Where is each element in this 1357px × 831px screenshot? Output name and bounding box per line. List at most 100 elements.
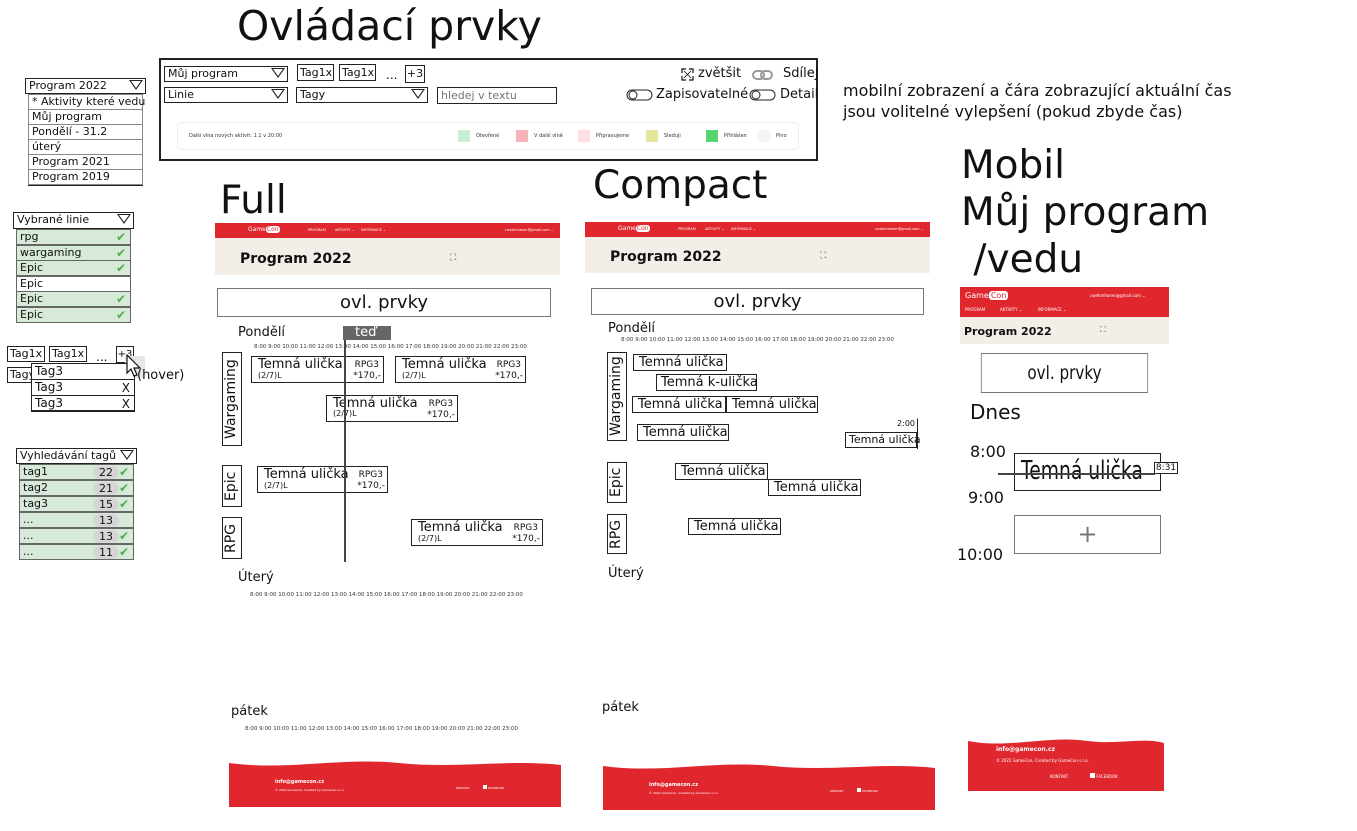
- search-input[interactable]: [437, 87, 557, 104]
- line-option[interactable]: Epic✔: [16, 291, 131, 307]
- activity-card[interactable]: Temná ulička: [845, 432, 921, 448]
- tags-popup-item[interactable]: Tag3: [31, 363, 135, 380]
- activity-card[interactable]: Temná ulička (2/7)L RPG3 *170,-: [395, 356, 526, 383]
- legend-swatch: [706, 130, 718, 142]
- footer-copyright: © 2022 GameCon, Created by GameCon s.r.o…: [275, 788, 345, 792]
- nav-activities[interactable]: AKTIVITY ⌄: [705, 227, 725, 231]
- activity-card[interactable]: Temná k-ulička: [656, 374, 758, 391]
- activity-name: Temná ulička: [258, 357, 343, 372]
- activity-card[interactable]: Temná ulička: [637, 424, 729, 441]
- tag-option[interactable]: ...13: [19, 512, 134, 528]
- tag-chip[interactable]: Tag1x: [339, 64, 376, 81]
- tag-option[interactable]: ...11✔: [19, 544, 134, 560]
- footer-contact[interactable]: KONTAKT: [456, 786, 470, 790]
- tag-chip[interactable]: Tag1x: [49, 346, 87, 362]
- toggle-detail[interactable]: [749, 89, 777, 101]
- activity-card[interactable]: Temná ulička: [688, 518, 781, 535]
- tag-chip[interactable]: Tag1x: [297, 64, 334, 81]
- footer-facebook[interactable]: FACEBOOK: [1090, 773, 1118, 779]
- full-hour-axis: 8:00 9:00 10:00 11:00 12:00 13:00 14:00 …: [254, 344, 527, 350]
- footer-facebook[interactable]: FACEBOOK: [857, 788, 878, 793]
- user-email[interactable]: cwehmhoner@gmail.com ⌄: [875, 227, 924, 231]
- program-option[interactable]: Program 2019: [28, 169, 143, 185]
- footer-facebook[interactable]: FACEBOOK: [483, 785, 504, 790]
- footer-contact[interactable]: KONTAKT: [1050, 774, 1069, 779]
- program-select[interactable]: Program 2022: [25, 78, 146, 94]
- tag-option[interactable]: ...13✔: [19, 528, 134, 544]
- activity-card[interactable]: Temná ulička: [633, 354, 727, 371]
- activity-card[interactable]: Temná ulička (2/7)L RPG3 *170,-: [257, 466, 388, 493]
- activity-card[interactable]: Temná ulička (2/7)L RPG3 *170,-: [251, 356, 384, 383]
- legend-label: Sleduji: [664, 133, 681, 139]
- expand-icon[interactable]: [681, 68, 694, 81]
- activity-card[interactable]: Temná ulička: [726, 396, 818, 413]
- add-activity-button[interactable]: +: [1014, 515, 1161, 554]
- program-option[interactable]: úterý: [28, 139, 143, 155]
- tag-search-select[interactable]: Vyhledávání tagů: [16, 448, 137, 464]
- activity-card[interactable]: Temná ulička (2/7)L RPG3 *170,-: [411, 519, 543, 546]
- footer-copyright: © 2022 GameCon, Created by GameCon s.r.o…: [649, 791, 719, 795]
- footer-email[interactable]: info@gamecon.cz: [275, 779, 325, 785]
- program-option[interactable]: Pondělí - 31.2: [28, 124, 143, 140]
- nav-program[interactable]: PROGRAM: [965, 307, 986, 312]
- lines-filter-select[interactable]: Linie: [164, 87, 288, 103]
- nav-info[interactable]: INFORMACE ⌄: [731, 227, 756, 231]
- user-email[interactable]: cwehmhoner@gmail.com ⌄: [1090, 293, 1146, 298]
- footer-email[interactable]: info@gamecon.cz: [649, 782, 699, 788]
- program-option[interactable]: Program 2021: [28, 154, 143, 170]
- activity-tag: RPG3: [354, 360, 379, 370]
- more-tags-button[interactable]: +3: [405, 65, 425, 83]
- tag-chip[interactable]: Tag1x: [7, 346, 45, 362]
- line-option[interactable]: rpg✔: [16, 229, 131, 245]
- line-option[interactable]: Epic: [16, 275, 131, 292]
- program-option[interactable]: * Aktivity které vedu: [28, 94, 145, 110]
- nav-activities[interactable]: AKTIVITY ⌄: [1000, 307, 1023, 312]
- line-option[interactable]: Epic✔: [16, 260, 131, 276]
- line-option[interactable]: Epic✔: [16, 306, 131, 323]
- activity-card[interactable]: Temná ulička: [768, 479, 861, 496]
- page-title-bar: Program 2022 ⛶: [960, 317, 1169, 344]
- map-icon: ⛶: [820, 251, 827, 261]
- footer-email[interactable]: info@gamecon.cz: [996, 746, 1056, 753]
- mobile-activity-card[interactable]: Temná ulička: [1014, 453, 1161, 491]
- share-button[interactable]: Sdílej: [783, 66, 819, 81]
- activity-card[interactable]: Temná ulička: [675, 463, 768, 480]
- lines-select[interactable]: Vybrané linie: [13, 212, 134, 229]
- tags-filter-select[interactable]: Tagy: [296, 87, 428, 103]
- program-select-value: Program 2022: [29, 79, 107, 92]
- my-program-select[interactable]: Můj program: [164, 66, 288, 82]
- remove-tag-button[interactable]: X: [121, 381, 130, 395]
- checkmark-icon: ✔: [115, 230, 126, 244]
- user-email[interactable]: cwehmhoner@gmail.com ⌄: [505, 228, 554, 232]
- line-label-epic: Epic: [222, 465, 242, 507]
- tag-count-badge: 15: [93, 498, 119, 511]
- footer-contact[interactable]: KONTAKT: [830, 789, 844, 793]
- activity-name: Temná ulička: [1021, 456, 1143, 486]
- nav-program[interactable]: PROGRAM: [308, 228, 326, 232]
- nav-activities[interactable]: AKTIVITY ⌄: [335, 228, 355, 232]
- now-marker: teď: [343, 326, 391, 340]
- line-option-label: Epic: [20, 292, 44, 305]
- activity-card[interactable]: Temná ulička: [632, 396, 726, 413]
- full-hour-axis-tuesday: 8:00 9:00 10:00 11:00 12:00 13:00 14:00 …: [250, 592, 523, 598]
- nav-info[interactable]: INFORMACE ⌄: [1038, 307, 1067, 312]
- link-icon[interactable]: [752, 69, 774, 81]
- remove-tag-button[interactable]: X: [121, 397, 130, 411]
- nav-program[interactable]: PROGRAM: [678, 227, 696, 231]
- full-monday: Pondělí: [238, 325, 286, 340]
- activity-fragment[interactable]: 2:00 Temná ulička: [845, 418, 921, 449]
- program-option[interactable]: Můj program: [28, 109, 143, 125]
- toggle-writable[interactable]: [626, 89, 654, 101]
- line-option[interactable]: wargaming✔: [16, 244, 131, 261]
- current-time-line: [998, 473, 1155, 475]
- footer-copyright: © 2022 GameCon, Created by GameCon s.r.o…: [996, 758, 1089, 763]
- nav-info[interactable]: INFORMACE ⌄: [361, 228, 386, 232]
- enlarge-button[interactable]: zvětšit: [698, 66, 742, 81]
- compact-controls-placeholder: ovl. prvky: [591, 288, 924, 315]
- activity-price: *170,-: [512, 534, 540, 544]
